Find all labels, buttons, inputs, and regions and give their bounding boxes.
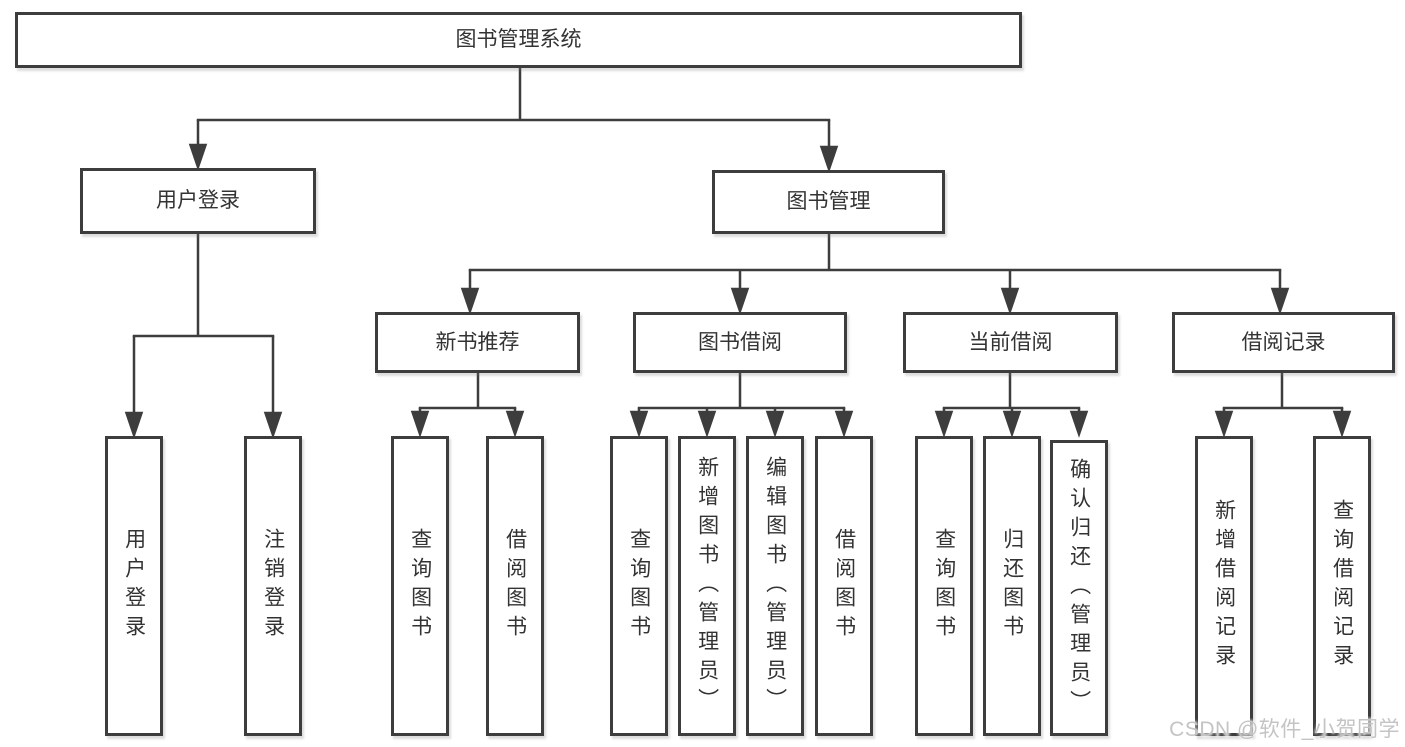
node-book-management: 图书管理 bbox=[712, 170, 945, 234]
node-new-book-recommend: 新书推荐 bbox=[375, 312, 580, 373]
node-current-borrow: 当前借阅 bbox=[903, 312, 1118, 373]
leaf-cb-return-book: 归还图书 bbox=[983, 436, 1041, 736]
leaf-bb-add-book-admin: 新增图书（管理员） bbox=[678, 436, 736, 736]
node-borrow-records: 借阅记录 bbox=[1172, 312, 1395, 373]
leaf-cb-confirm-return-admin: 确认归还（管理员） bbox=[1050, 440, 1108, 736]
leaf-nb-borrow-book: 借阅图书 bbox=[486, 436, 544, 736]
leaf-bb-edit-book-admin: 编辑图书（管理员） bbox=[746, 436, 804, 736]
leaf-nb-query-book: 查询图书 bbox=[391, 436, 449, 736]
leaf-br-query-record: 查询借阅记录 bbox=[1313, 436, 1371, 736]
node-book-borrow: 图书借阅 bbox=[633, 312, 847, 373]
leaf-cb-query-book: 查询图书 bbox=[915, 436, 973, 736]
leaf-bb-borrow-book: 借阅图书 bbox=[815, 436, 873, 736]
node-user-login: 用户登录 bbox=[80, 168, 316, 234]
leaf-logout: 注销登录 bbox=[244, 436, 302, 736]
node-root: 图书管理系统 bbox=[15, 12, 1022, 68]
leaf-user-login: 用户登录 bbox=[105, 436, 163, 736]
csdn-watermark: CSDN @软件_小贺同学 bbox=[1169, 718, 1400, 741]
leaf-br-add-record: 新增借阅记录 bbox=[1195, 436, 1253, 736]
leaf-bb-query-book: 查询图书 bbox=[610, 436, 668, 736]
